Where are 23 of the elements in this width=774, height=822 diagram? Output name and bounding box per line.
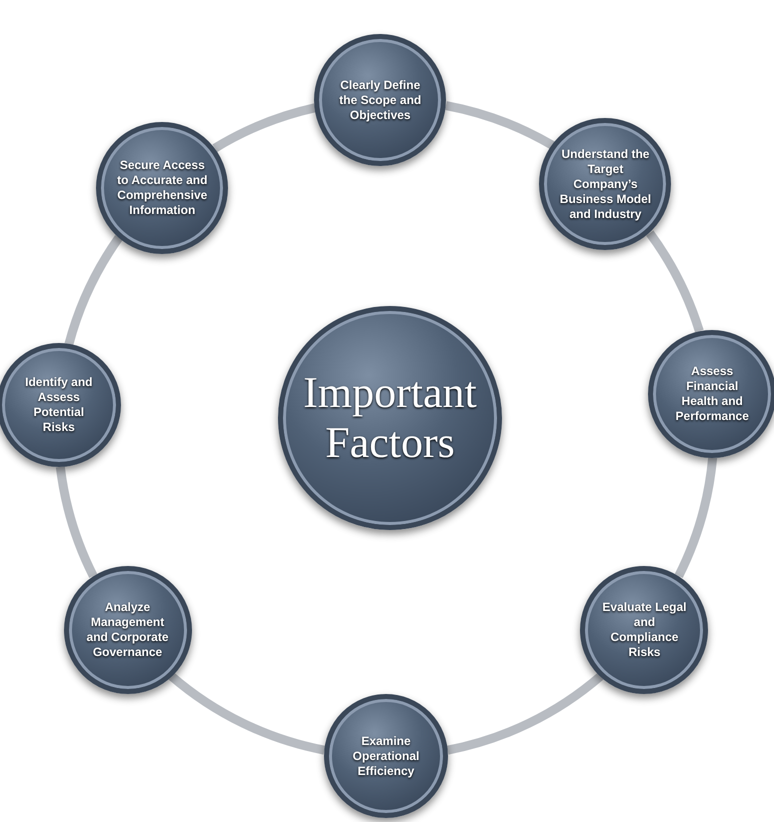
ring-connector [646,230,704,333]
center-title: Important Factors [302,368,478,468]
factor-label: Secure Access to Accurate and Comprehensive Information [116,158,208,218]
factor-circle [648,330,774,458]
ring-connector [674,457,718,578]
factor-circle [0,343,121,468]
factor-label: Evaluate Legal and Compliance Risks [601,600,688,660]
ring-connector [212,103,316,152]
factor-circle [324,694,448,818]
factor-label: Clearly Define the Scope and Objectives [338,78,422,123]
factor-label: Examine Operational Efficiency [352,734,420,778]
ring-connector [444,101,554,150]
ring-connector [56,466,98,578]
factor-label: Understand the Target Company’s Business Model and Industry [558,146,652,222]
factor-label: Assess Financial Health and Performance [674,364,750,424]
factor-circle [64,566,192,694]
factor-circle [96,122,228,254]
factor-label: Analyze Management and Corporate Governance [86,600,170,660]
ring-connector [168,672,326,755]
ring-connector [446,672,604,755]
factor-label: Identify and Assess Potential Risks [24,375,94,436]
ring-connector [64,235,123,346]
factor-circle [580,566,708,694]
